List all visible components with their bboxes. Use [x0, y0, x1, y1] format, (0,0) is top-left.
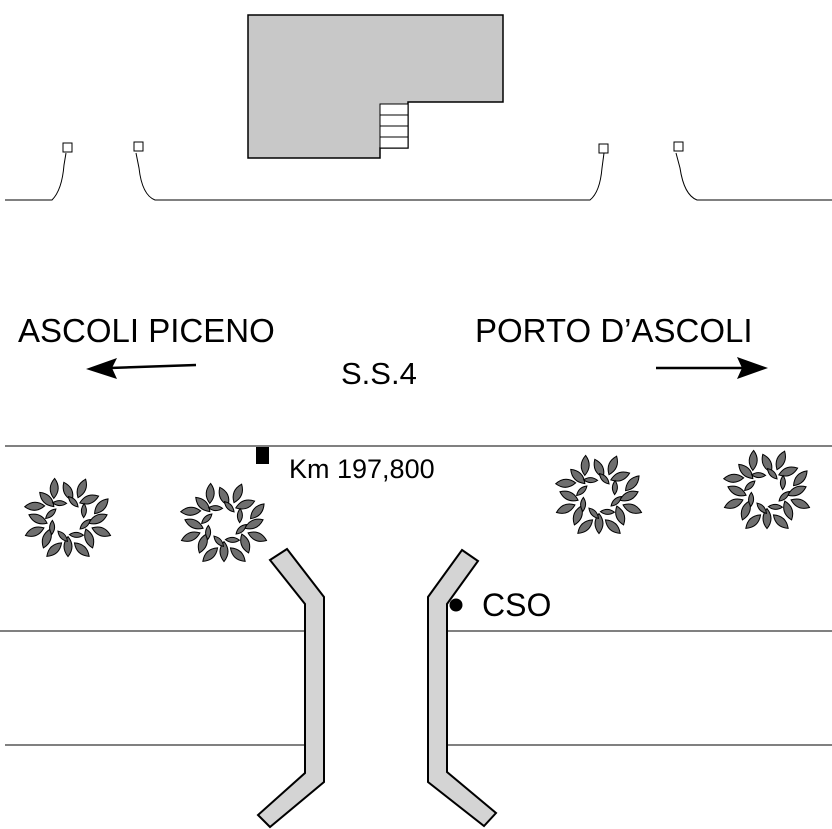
building	[247, 14, 504, 159]
bush-icon	[23, 477, 112, 558]
bush-icon	[722, 449, 811, 530]
right-median-island	[427, 548, 498, 828]
bushes	[23, 449, 811, 563]
road-name-label: S.S.4	[341, 356, 417, 391]
street-lamp	[673, 141, 684, 152]
right-destination-label: PORTO D’ASCOLI	[475, 312, 753, 349]
kilometer-marker-label: Km 197,800	[289, 454, 435, 484]
upper-road-edge	[5, 152, 832, 201]
street-lamp	[598, 143, 609, 154]
building-stairs	[379, 103, 409, 149]
square-marker-icon	[256, 447, 269, 464]
sensor-site-label: CSO	[482, 587, 551, 623]
bush-icon	[179, 482, 268, 563]
left-median-island	[256, 547, 325, 829]
arrow-left-icon	[86, 358, 197, 379]
street-lamps	[62, 141, 684, 154]
building-outline	[247, 14, 504, 159]
left-destination-label: ASCOLI PICENO	[18, 312, 275, 349]
bush-icon	[554, 454, 643, 535]
street-lamp	[62, 142, 73, 153]
street-lamp	[133, 141, 144, 152]
dot-marker-icon	[449, 598, 463, 612]
side-road-lines	[0, 630, 832, 746]
arrow-right-icon	[656, 357, 768, 379]
